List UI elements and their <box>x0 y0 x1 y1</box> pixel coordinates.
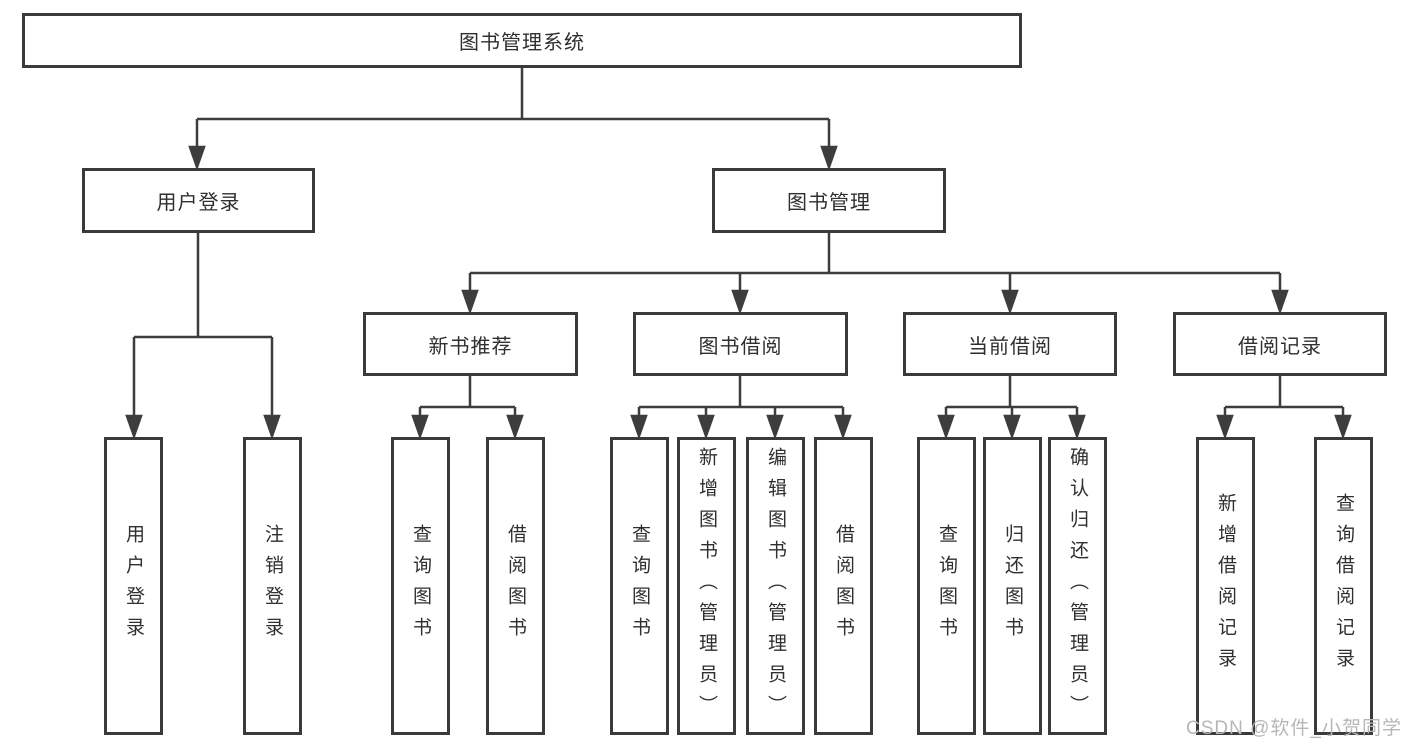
leaf-edit-book-admin: 编辑图书（管理员） <box>746 437 805 735</box>
leaf-add-borrow-record: 新增借阅记录 <box>1196 437 1255 735</box>
leaf-label: 注销登录 <box>262 524 283 648</box>
leaf-label: 查询图书 <box>629 524 650 648</box>
connector-current-borrow <box>937 376 1086 440</box>
connector-book-management-to-sections <box>461 233 1289 315</box>
node-current-borrow: 当前借阅 <box>903 312 1117 376</box>
leaf-add-book-admin: 新增图书（管理员） <box>677 437 736 735</box>
csdn-watermark: CSDN @软件_小贺同学 <box>1186 718 1402 739</box>
leaf-label: 新增图书（管理员） <box>696 446 717 726</box>
connector-borrow-records <box>1216 376 1352 440</box>
node-new-book-recommend: 新书推荐 <box>363 312 578 376</box>
leaf-label: 借阅图书 <box>833 524 854 648</box>
leaf-query-borrow-record: 查询借阅记录 <box>1314 437 1373 735</box>
leaf-borrow-book: 借阅图书 <box>814 437 873 735</box>
leaf-borrow-query-book: 查询图书 <box>610 437 669 735</box>
node-borrow-records: 借阅记录 <box>1173 312 1387 376</box>
leaf-recommend-borrow-book: 借阅图书 <box>486 437 545 735</box>
leaf-label: 用户登录 <box>123 524 144 648</box>
leaf-logout: 注销登录 <box>243 437 302 735</box>
leaf-label: 确认归还（管理员） <box>1067 446 1088 726</box>
leaf-label: 查询图书 <box>410 524 431 648</box>
leaf-label: 归还图书 <box>1002 524 1023 648</box>
node-user-login: 用户登录 <box>82 168 315 233</box>
leaf-confirm-return-admin: 确认归还（管理员） <box>1048 437 1107 735</box>
node-root-system: 图书管理系统 <box>22 13 1022 68</box>
leaf-label: 查询图书 <box>936 524 957 648</box>
connector-user-login-branch <box>125 233 281 440</box>
leaf-user-login: 用户登录 <box>104 437 163 735</box>
leaf-current-query-book: 查询图书 <box>917 437 976 735</box>
node-book-management: 图书管理 <box>712 168 946 233</box>
connector-new-book-recommend <box>411 376 524 440</box>
connector-book-borrow <box>630 376 852 440</box>
leaf-label: 编辑图书（管理员） <box>765 446 786 726</box>
node-book-borrow: 图书借阅 <box>633 312 848 376</box>
connector-root-to-level2 <box>188 68 838 171</box>
leaf-label: 新增借阅记录 <box>1215 493 1236 679</box>
leaf-return-book: 归还图书 <box>983 437 1042 735</box>
leaf-recommend-query-book: 查询图书 <box>391 437 450 735</box>
leaf-label: 查询借阅记录 <box>1333 493 1354 679</box>
leaf-label: 借阅图书 <box>505 524 526 648</box>
